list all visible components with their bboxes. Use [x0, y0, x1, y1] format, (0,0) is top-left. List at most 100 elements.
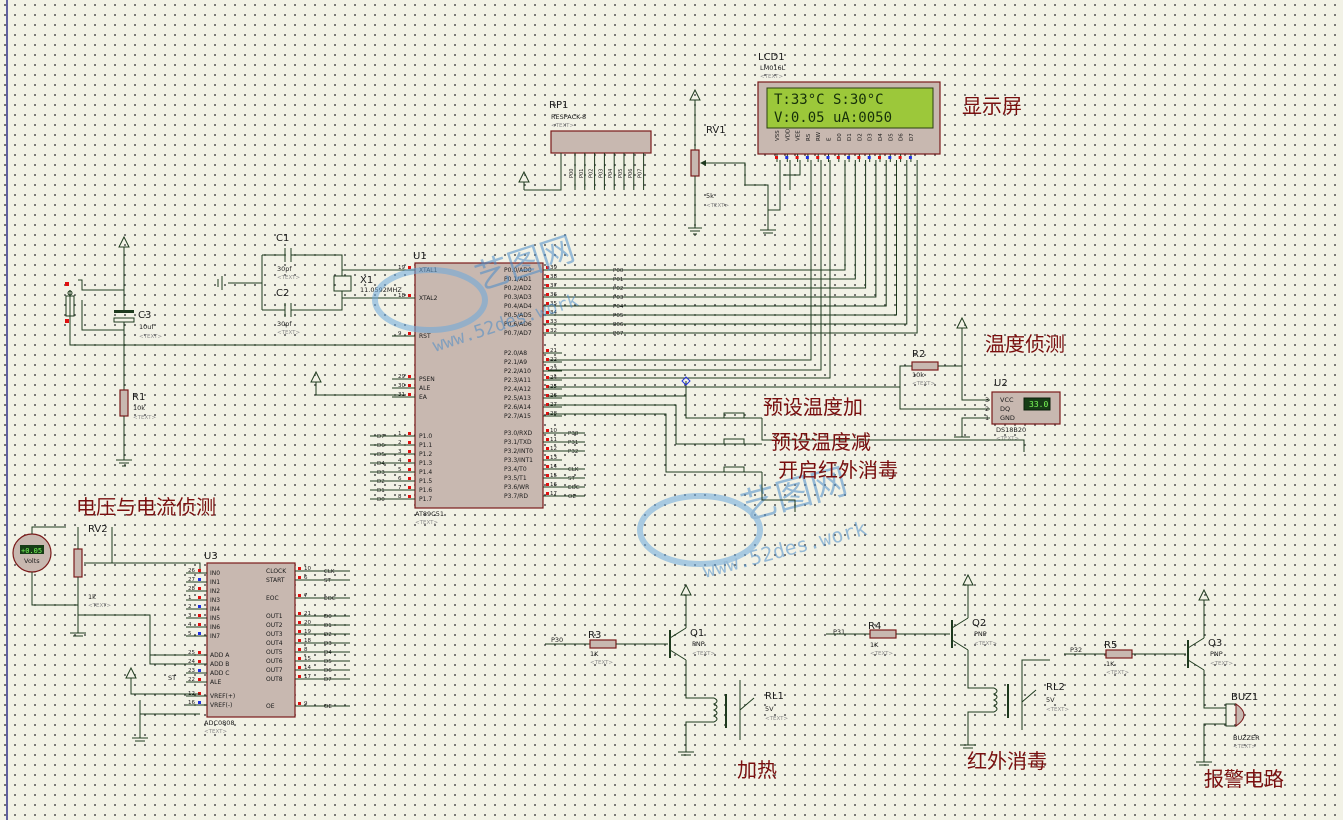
heading-display: 显示屏: [962, 94, 1022, 118]
u1-pin-marker: [546, 385, 549, 388]
u1-pin-number: 12: [550, 446, 557, 452]
u3-pin-name: OE: [266, 703, 275, 710]
lcd-display[interactable]: LCD1 LM016L <TEXT> T:33°C S:30°C V:0.05 …: [757, 52, 941, 162]
rv2-value: 1k: [88, 593, 96, 601]
u3-pin-number: 18: [304, 638, 311, 644]
u1-pin-marker: [408, 375, 411, 378]
u3-net-label: ST: [324, 578, 331, 584]
lcd-pin-label: D0: [837, 133, 843, 141]
u1-pin-marker: [546, 429, 549, 432]
u1-pin-name: P1.0: [419, 433, 432, 440]
u3-pin-number: 25: [188, 650, 195, 656]
potentiometer-rv2[interactable]: RV2 1k <TEXT>: [70, 524, 201, 656]
rp1-pin-label: P01: [579, 169, 585, 178]
lcd-pin-marker: [847, 156, 851, 159]
heading-preset-inc: 预设温度加: [763, 395, 863, 419]
voltmeter[interactable]: +0.05 Volts: [12, 526, 78, 606]
u3-pin-marker: [198, 651, 201, 654]
u3-pin-number: 20: [304, 620, 311, 626]
lcd-pin-label: D3: [868, 133, 874, 141]
rv2-ref: RV2: [88, 524, 108, 535]
u3-pin-marker: [198, 605, 201, 608]
u3-pin-number: 14: [304, 665, 311, 671]
p0-net-label: P04: [613, 304, 624, 310]
reset-circuit[interactable]: C3 10uf <TEXT> R1 10k <TEXT>: [65, 235, 415, 467]
alarm-driver[interactable]: P32 R5 1K <TEXT> Q3 PNP <TEXT> BUZ1 BUZZ…: [1064, 588, 1260, 766]
u1-pin-number: 4: [398, 458, 402, 464]
lcd-pin-marker: [898, 156, 902, 159]
p0-bus-wire: [562, 160, 897, 316]
button-preset-inc[interactable]: [710, 412, 1025, 452]
u1-p1-net-label: D6: [377, 443, 385, 449]
u1-pin-marker: [546, 266, 549, 269]
lcd-pin-marker: [857, 156, 861, 159]
rp1-pin-label: P07: [638, 169, 644, 178]
ir-driver[interactable]: P31 R4 1K <TEXT> Q2 PNP <TEXT> RL2 5V <T…: [826, 573, 1069, 749]
u1-net-label: CLK: [568, 467, 579, 473]
u3-pin-name: IN4: [210, 606, 220, 613]
r2-ref: R2: [912, 349, 925, 360]
u1-pin-name: P0.7/AD7: [504, 330, 532, 337]
button-preset-dec[interactable]: [710, 438, 762, 445]
u3-pin-number: 26: [188, 568, 195, 574]
u1-pin-number: 21: [550, 348, 557, 354]
u1-pin-name: P3.4/T0: [504, 466, 527, 473]
lcd-pin-label: D2: [857, 133, 863, 141]
u1-ref: U1: [413, 251, 427, 262]
u1-pin-name: P3.1/TXD: [504, 439, 532, 446]
u3-st-net-label: ST: [168, 674, 176, 682]
u3-pin-name: VREF(+): [210, 693, 235, 700]
rl1-text-tag: <TEXT>: [765, 716, 788, 722]
u1-pin-number: 35: [550, 301, 557, 307]
u3-net-label: D2: [324, 632, 332, 638]
u1-pin-name: P0.0/AD0: [504, 267, 532, 274]
button-ir-on[interactable]: [710, 466, 796, 512]
lcd-pin-marker: [775, 156, 778, 159]
u1-pin-marker: [408, 477, 411, 480]
rp1-ref: RP1: [549, 100, 568, 111]
u3-pin-name: CLOCK: [266, 568, 287, 575]
u1-pin-marker: [546, 293, 549, 296]
u3-net-label: EOC: [324, 596, 336, 602]
u1-pin-number: 24: [550, 375, 557, 381]
u1-pin-number: 38: [550, 274, 557, 280]
potentiometer-rv1[interactable]: RV1 5k <TEXT>: [688, 88, 776, 235]
q3-ref: Q3: [1208, 638, 1222, 649]
lcd-pin-label: VDD: [785, 129, 791, 141]
preset-buttons[interactable]: [548, 376, 1025, 512]
heading-preset-dec: 预设温度减: [771, 430, 871, 454]
lcd-pin-label: E: [827, 137, 833, 141]
u3-net-label: D3: [324, 641, 332, 647]
rp1-pin-label: P03: [598, 169, 604, 178]
rp1-pin-label: P05: [618, 169, 624, 178]
u1-pin-marker: [546, 456, 549, 459]
u3-pin-marker: [298, 648, 301, 651]
u1-pin-number: 8: [398, 494, 402, 500]
rp1-pin-label: P00: [569, 169, 575, 178]
u1-pin-name: P1.5: [419, 478, 432, 485]
u3-pin-name: OUT4: [266, 640, 283, 647]
temp-sensor-circuit[interactable]: R2 10k <TEXT> U2 VCC DQ GND 3 2 1 33.0 D…: [548, 316, 1061, 442]
u3-pin-name: ADD C: [210, 670, 229, 677]
u1-pin-marker: [408, 495, 411, 498]
u3-net-label: OE: [324, 704, 332, 710]
rv1-value: 5k: [706, 192, 714, 200]
c2-text-tag: <TEXT>: [277, 330, 300, 336]
voltmeter-unit: Volts: [24, 557, 40, 565]
u1-pin-name: ALE: [419, 385, 430, 392]
heating-driver[interactable]: P30 R3 1K <TEXT> Q1 PNP <TEXT> RL1 5V <T…: [545, 583, 788, 756]
u1-pin-marker: [408, 266, 411, 269]
u1-pin-marker: [546, 412, 549, 415]
r3-text-tag: <TEXT>: [590, 660, 613, 666]
u3-pin-number: 2: [188, 604, 192, 610]
u1-net-label: P32: [568, 449, 578, 455]
r1-ref: R1: [132, 392, 145, 403]
q3-base-net: P32: [1070, 646, 1082, 654]
lcd-pin-label: VEE: [796, 130, 802, 141]
u1-pin-number: 15: [550, 473, 557, 479]
